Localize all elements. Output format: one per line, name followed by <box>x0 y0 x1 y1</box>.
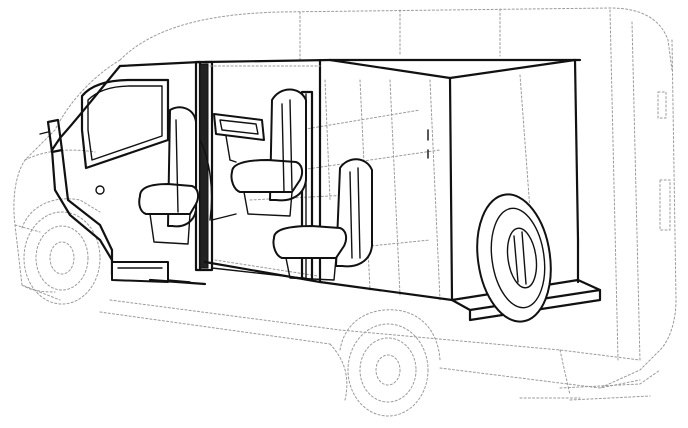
spare-tire <box>476 193 552 323</box>
rear-wheel <box>339 309 441 417</box>
driver-seat <box>138 106 200 245</box>
steering-column <box>199 139 237 221</box>
b-pillar <box>194 60 214 272</box>
dashboard-panel <box>213 113 265 163</box>
passenger-seat-upper <box>230 88 307 217</box>
passenger-seat-lower <box>272 158 373 281</box>
van-body-outline <box>13 7 677 401</box>
front-wheel <box>21 198 101 305</box>
